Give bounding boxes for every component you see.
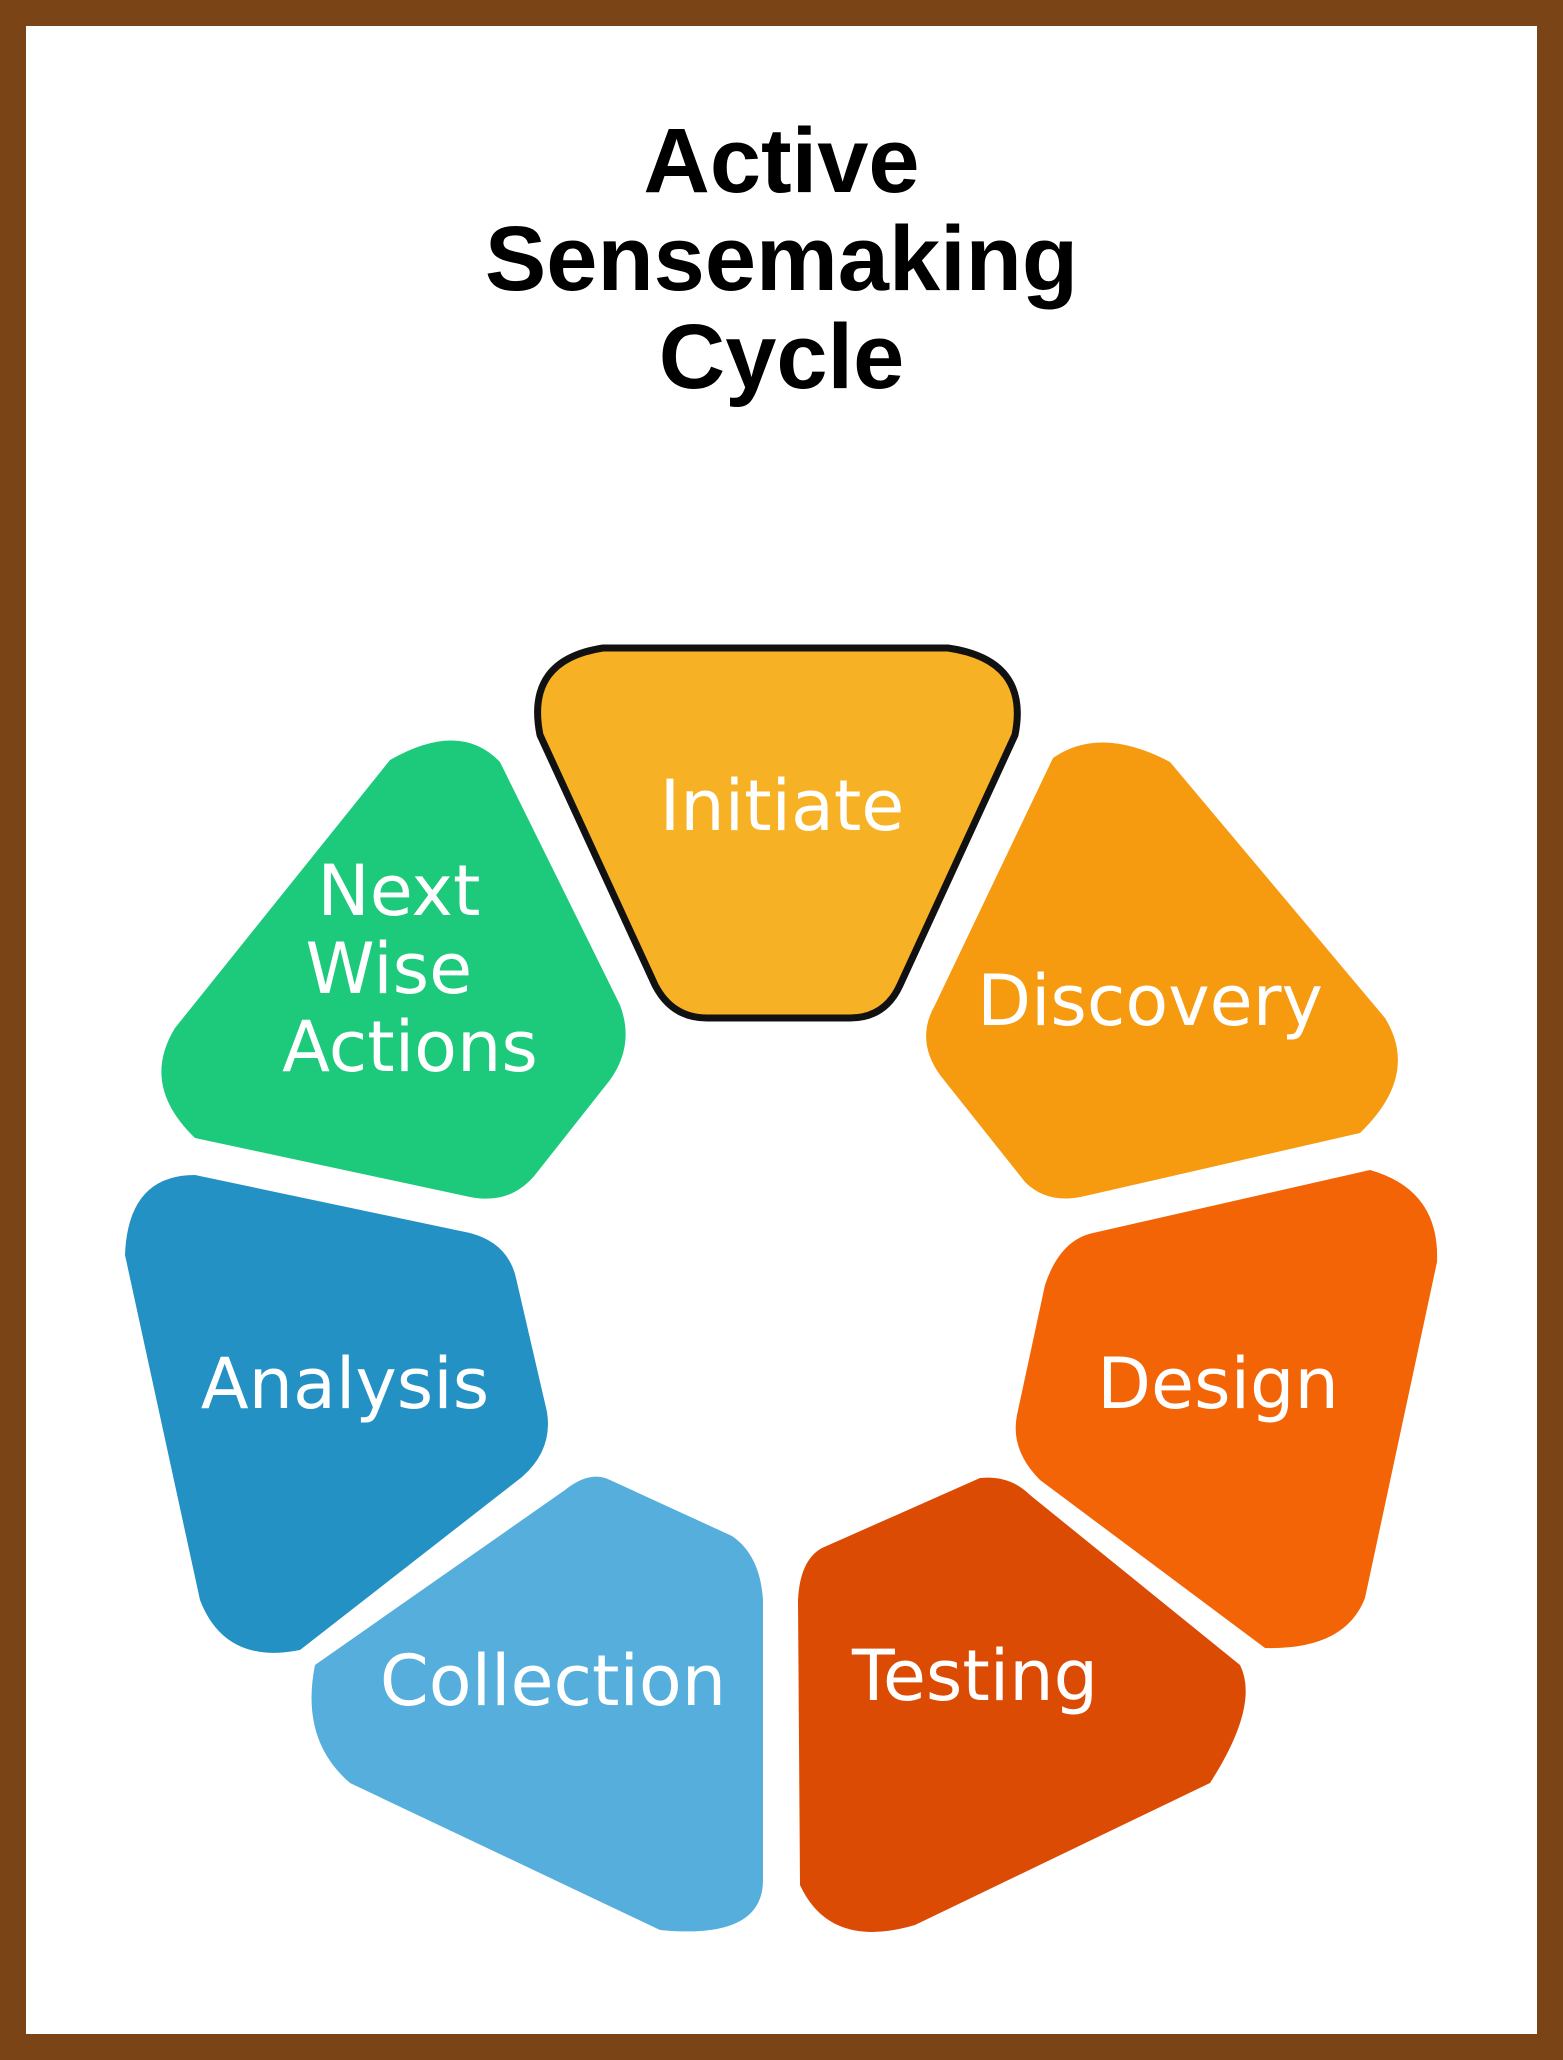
segment-design-shape — [1015, 1170, 1438, 1649]
title-line-3: Cycle — [658, 306, 905, 408]
segment-analysis[interactable]: Analysis — [125, 1175, 548, 1653]
segment-discovery-label: Discovery — [977, 960, 1323, 1042]
segment-next-wise-actions-line-2: Wise — [306, 928, 473, 1010]
diagram-title: Active Sensemaking Cycle — [0, 112, 1563, 406]
segment-initiate[interactable]: Initiate — [534, 644, 1021, 1022]
segment-next-wise-actions-line-3: Actions — [282, 1006, 538, 1088]
segment-initiate-label: Initiate — [660, 765, 905, 847]
segment-initiate-shape — [534, 644, 1021, 1022]
segment-next-wise-actions[interactable]: Next Wise Actions — [161, 740, 626, 1199]
segment-analysis-shape — [125, 1175, 548, 1653]
segment-testing-shape — [798, 1477, 1246, 1932]
segment-testing[interactable]: Testing — [798, 1477, 1246, 1932]
segment-next-wise-actions-label: Next Wise Actions — [282, 850, 538, 1088]
segment-analysis-label: Analysis — [201, 1343, 489, 1425]
segment-next-wise-actions-shape — [161, 740, 626, 1199]
title-line-2: Sensemaking — [484, 208, 1079, 310]
segment-discovery[interactable]: Discovery — [926, 742, 1398, 1199]
segment-design[interactable]: Design — [1015, 1170, 1438, 1649]
segment-testing-label: Testing — [851, 1635, 1098, 1717]
title-line-1: Active — [643, 110, 920, 212]
segment-design-label: Design — [1097, 1343, 1339, 1425]
segment-collection[interactable]: Collection — [311, 1476, 763, 1932]
segment-collection-label: Collection — [380, 1640, 726, 1722]
segment-discovery-shape — [926, 742, 1398, 1199]
segment-next-wise-actions-line-1: Next — [317, 850, 480, 932]
segment-collection-shape — [311, 1476, 763, 1932]
